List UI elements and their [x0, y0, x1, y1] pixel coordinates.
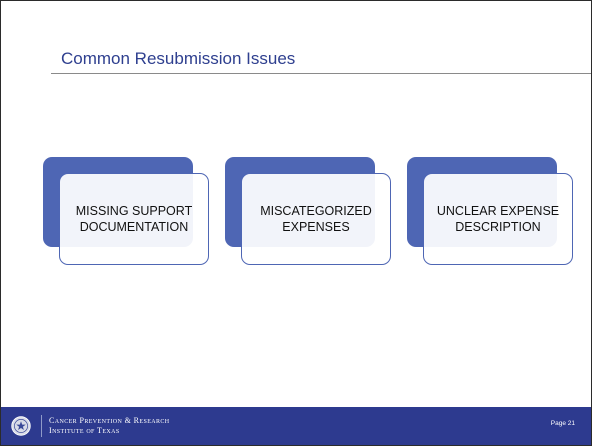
texas-seal-icon	[11, 416, 31, 436]
slide-title: Common Resubmission Issues	[61, 49, 296, 68]
issue-card: MISCATEGORIZED EXPENSES	[241, 173, 391, 265]
organization-line-2: Institute of Texas	[49, 426, 120, 435]
title-underline	[51, 73, 591, 74]
issue-label: MISCATEGORIZED EXPENSES	[260, 204, 372, 234]
issue-label: UNCLEAR EXPENSE DESCRIPTION	[436, 204, 560, 234]
organization-line-1: Cancer Prevention & Research	[49, 416, 170, 425]
footer-bar: Cancer Prevention & Research Institute o…	[1, 407, 591, 445]
issue-card: MISSING SUPPORT DOCUMENTATION	[59, 173, 209, 265]
issue-label: MISSING SUPPORT DOCUMENTATION	[75, 204, 193, 234]
issue-card: UNCLEAR EXPENSE DESCRIPTION	[423, 173, 573, 265]
page-number: Page 21	[550, 420, 575, 427]
organization-name: Cancer Prevention & Research Institute o…	[49, 416, 170, 436]
footer-divider	[41, 415, 42, 437]
